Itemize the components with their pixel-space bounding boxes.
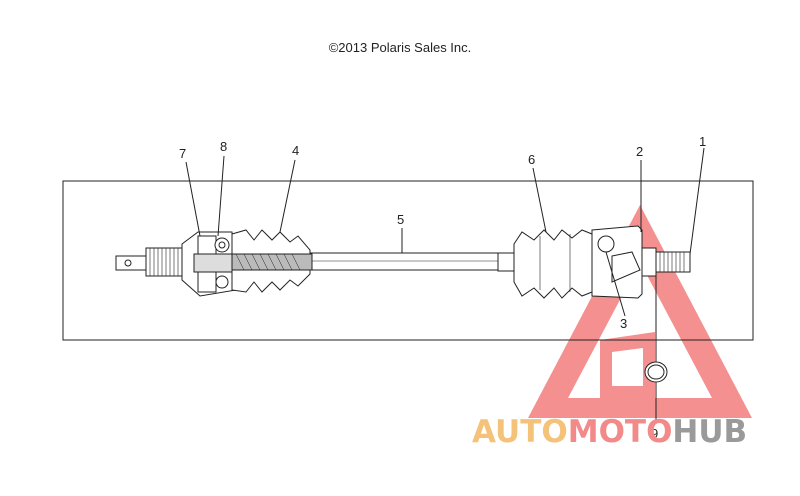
callout-9: 9 xyxy=(651,426,658,441)
callout-6: 6 xyxy=(528,152,535,167)
callout-1: 1 xyxy=(699,134,706,149)
watermark-part-2: MOTO xyxy=(567,414,673,450)
left-boot xyxy=(231,229,313,293)
axle-shaft xyxy=(309,252,501,271)
snap-ring-part xyxy=(644,361,668,383)
copyright-text: ©2013 Polaris Sales Inc. xyxy=(328,40,472,55)
right-cv-housing xyxy=(591,225,657,299)
callout-2: 2 xyxy=(636,144,643,159)
callout-3: 3 xyxy=(620,316,627,331)
right-boot xyxy=(497,229,593,299)
watermark-part-3: HUB xyxy=(672,414,748,450)
right-stub-shaft xyxy=(655,251,691,273)
watermark-text: AUTOMOTOHUB xyxy=(472,414,747,450)
diagram-frame xyxy=(62,180,754,341)
leader-lines xyxy=(185,147,705,424)
callout-7: 7 xyxy=(179,146,186,161)
left-cv-joint xyxy=(181,231,237,297)
callout-8: 8 xyxy=(220,139,227,154)
left-stub-shaft xyxy=(115,247,183,277)
callout-5: 5 xyxy=(397,212,404,227)
watermark-part-1: AUTO xyxy=(472,414,568,450)
callout-labels: 1 2 3 4 5 6 7 8 9 xyxy=(179,134,706,441)
watermark-logo xyxy=(528,205,752,418)
callout-4: 4 xyxy=(292,143,299,158)
